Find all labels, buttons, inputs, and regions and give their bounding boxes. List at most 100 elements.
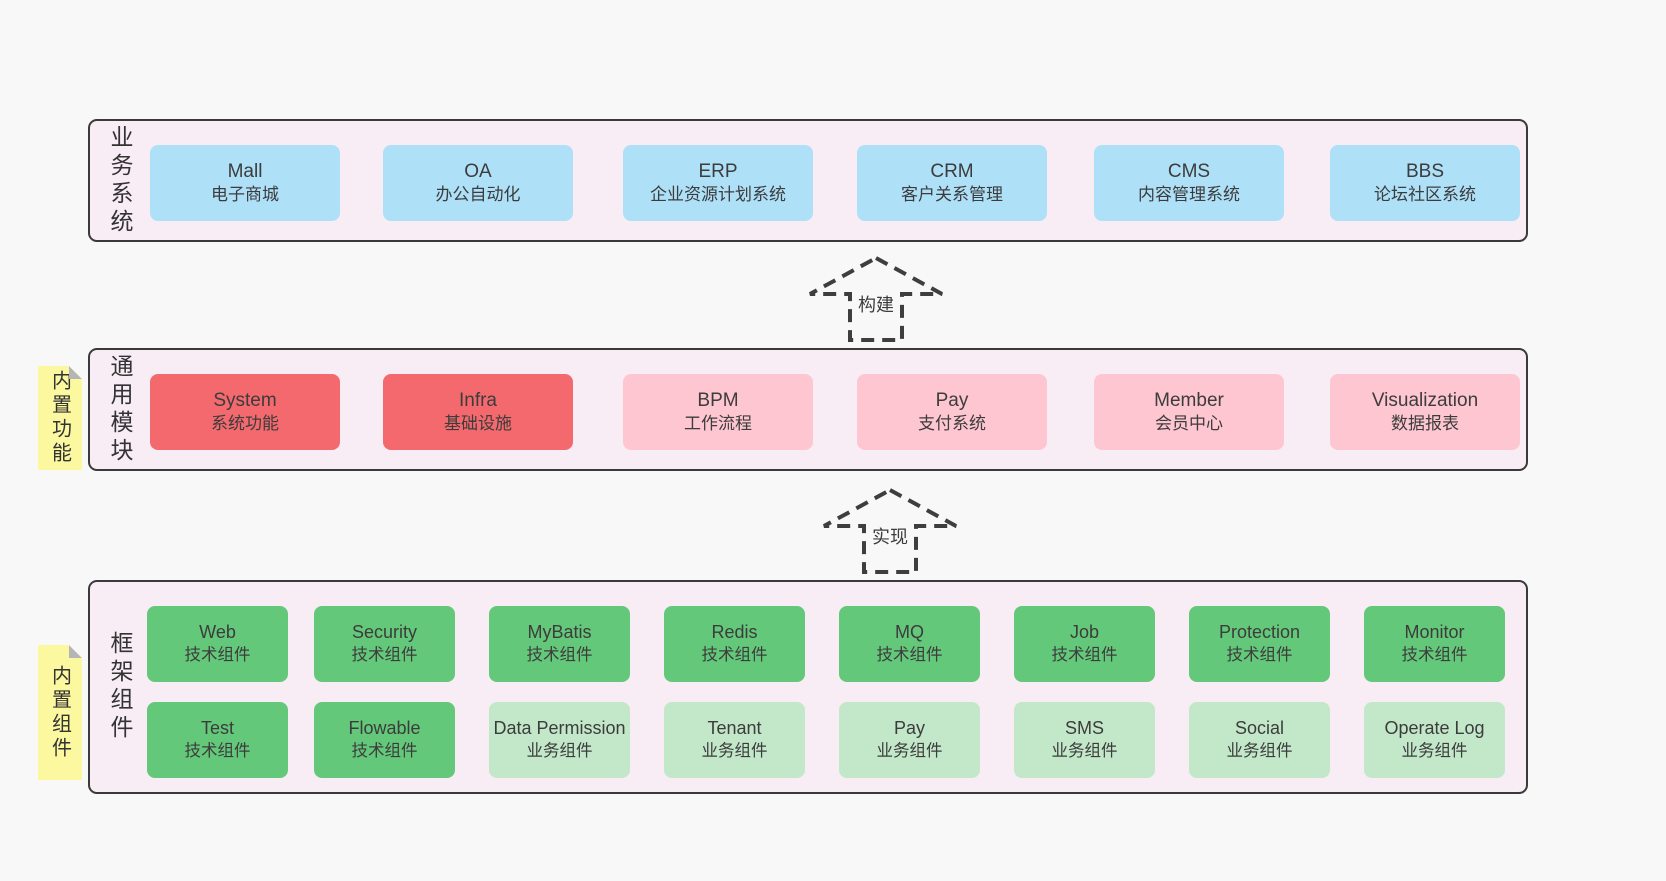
box-subtitle: 业务组件 xyxy=(876,741,943,760)
tag-built-in-components: 内置组件 xyxy=(38,645,82,780)
arrow-build: 构建 xyxy=(806,254,946,344)
arrow-implement: 实现 xyxy=(820,486,960,576)
box-name: OA xyxy=(464,161,492,183)
box-mq: MQ 技术组件 xyxy=(839,606,980,682)
box-subtitle: 技术组件 xyxy=(184,741,251,760)
box-subtitle: 业务组件 xyxy=(526,741,593,760)
box-name: Protection xyxy=(1218,622,1301,643)
arrow-implement-label: 实现 xyxy=(869,523,911,549)
box-social: Social 业务组件 xyxy=(1189,702,1330,778)
box-sms: SMS 业务组件 xyxy=(1014,702,1155,778)
box-web: Web 技术组件 xyxy=(147,606,288,682)
box-name: Redis xyxy=(711,622,758,643)
panel-common-modules: 通用模块 System 系统功能 Infra 基础设施 BPM 工作流程 Pay… xyxy=(88,348,1528,471)
box-subtitle: 技术组件 xyxy=(876,645,943,664)
box-name: Social xyxy=(1234,718,1285,739)
box-name: MQ xyxy=(895,622,924,643)
box-name: Flowable xyxy=(348,718,421,739)
box-subtitle: 系统功能 xyxy=(211,414,279,434)
box-name: BPM xyxy=(697,390,739,412)
box-cms: CMS 内容管理系统 xyxy=(1094,145,1284,221)
box-name: SMS xyxy=(1064,718,1104,739)
panel-label-framework-components: 框架组件 xyxy=(107,631,133,743)
box-subtitle: 基础设施 xyxy=(444,414,512,434)
box-pay-module: Pay 支付系统 xyxy=(857,374,1047,450)
box-subtitle: 论坛社区系统 xyxy=(1374,185,1476,205)
box-name: Member xyxy=(1154,390,1224,412)
box-name: Pay xyxy=(935,390,969,412)
box-subtitle: 业务组件 xyxy=(1401,741,1468,760)
panel-label-common-modules: 通用模块 xyxy=(107,353,133,466)
box-name: Infra xyxy=(458,390,498,412)
box-name: Job xyxy=(1069,622,1100,643)
box-job: Job 技术组件 xyxy=(1014,606,1155,682)
box-name: Mall xyxy=(227,161,263,183)
tag-text: 内置功能 xyxy=(48,370,71,466)
box-mybatis: MyBatis 技术组件 xyxy=(489,606,630,682)
box-name: Data Permission xyxy=(493,718,626,739)
box-bpm: BPM 工作流程 xyxy=(623,374,813,450)
box-mall: Mall 电子商城 xyxy=(150,145,340,221)
box-subtitle: 客户关系管理 xyxy=(901,185,1003,205)
box-name: Security xyxy=(351,622,418,643)
box-pay-component: Pay 业务组件 xyxy=(839,702,980,778)
box-subtitle: 技术组件 xyxy=(1051,645,1118,664)
box-name: MyBatis xyxy=(527,622,592,643)
box-protection: Protection 技术组件 xyxy=(1189,606,1330,682)
box-name: Web xyxy=(199,622,236,643)
box-flowable: Flowable 技术组件 xyxy=(314,702,455,778)
box-security: Security 技术组件 xyxy=(314,606,455,682)
box-operate-log: Operate Log 业务组件 xyxy=(1364,702,1505,778)
box-system: System 系统功能 xyxy=(150,374,340,450)
tag-text: 内置组件 xyxy=(48,664,71,761)
box-subtitle: 技术组件 xyxy=(351,645,418,664)
panel-label-business-systems: 业务系统 xyxy=(107,124,133,237)
box-name: Operate Log xyxy=(1384,718,1485,739)
box-erp: ERP 企业资源计划系统 xyxy=(623,145,813,221)
box-test: Test 技术组件 xyxy=(147,702,288,778)
arrow-build-label: 构建 xyxy=(855,291,897,317)
box-subtitle: 业务组件 xyxy=(1226,741,1293,760)
box-name: BBS xyxy=(1405,161,1445,183)
box-name: Test xyxy=(200,718,234,739)
box-name: CMS xyxy=(1167,161,1211,183)
box-name: Pay xyxy=(893,718,926,739)
box-subtitle: 业务组件 xyxy=(701,741,768,760)
box-name: Tenant xyxy=(707,718,762,739)
box-name: Monitor xyxy=(1404,622,1465,643)
box-visualization: Visualization 数据报表 xyxy=(1330,374,1520,450)
box-subtitle: 技术组件 xyxy=(351,741,418,760)
box-member: Member 会员中心 xyxy=(1094,374,1284,450)
box-subtitle: 技术组件 xyxy=(701,645,768,664)
box-subtitle: 工作流程 xyxy=(684,414,752,434)
box-name: CRM xyxy=(930,161,974,183)
box-tenant: Tenant 业务组件 xyxy=(664,702,805,778)
box-subtitle: 办公自动化 xyxy=(435,185,521,205)
folded-corner-icon xyxy=(69,366,82,379)
box-infra: Infra 基础设施 xyxy=(383,374,573,450)
folded-corner-icon xyxy=(69,645,82,658)
box-crm: CRM 客户关系管理 xyxy=(857,145,1047,221)
box-bbs: BBS 论坛社区系统 xyxy=(1330,145,1520,221)
box-oa: OA 办公自动化 xyxy=(383,145,573,221)
box-name: System xyxy=(213,390,277,412)
box-subtitle: 电子商城 xyxy=(211,185,279,205)
box-subtitle: 数据报表 xyxy=(1391,414,1459,434)
box-redis: Redis 技术组件 xyxy=(664,606,805,682)
box-name: ERP xyxy=(698,161,738,183)
box-subtitle: 业务组件 xyxy=(1051,741,1118,760)
box-subtitle: 内容管理系统 xyxy=(1138,185,1240,205)
box-subtitle: 技术组件 xyxy=(184,645,251,664)
box-subtitle: 技术组件 xyxy=(526,645,593,664)
box-subtitle: 支付系统 xyxy=(918,414,986,434)
box-data-permission: Data Permission 业务组件 xyxy=(489,702,630,778)
box-name: Visualization xyxy=(1371,390,1479,412)
box-subtitle: 会员中心 xyxy=(1155,414,1223,434)
panel-business-systems: 业务系统 Mall 电子商城 OA 办公自动化 ERP 企业资源计划系统 CRM… xyxy=(88,119,1528,242)
tag-built-in-features: 内置功能 xyxy=(38,366,82,470)
box-subtitle: 技术组件 xyxy=(1226,645,1293,664)
box-subtitle: 企业资源计划系统 xyxy=(650,185,786,205)
panel-framework-components: 框架组件 Web 技术组件 Security 技术组件 MyBatis 技术组件… xyxy=(88,580,1528,794)
box-subtitle: 技术组件 xyxy=(1401,645,1468,664)
